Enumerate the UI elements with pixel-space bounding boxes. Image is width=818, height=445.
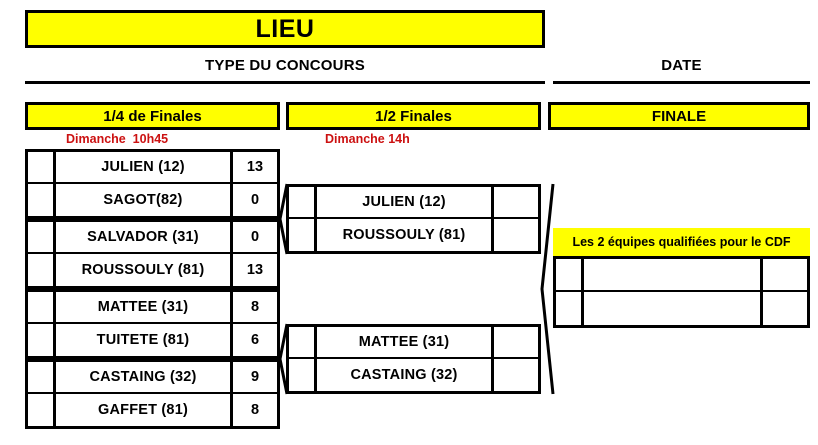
score-cell[interactable]: [763, 292, 807, 325]
score-cell[interactable]: 13: [246, 262, 264, 278]
contest-type-text: TYPE DU CONCOURS: [205, 57, 365, 74]
date-underline: [553, 81, 810, 84]
round-header-semi-text: 1/2 Finales: [375, 107, 452, 125]
team-name-cell[interactable]: [584, 292, 763, 325]
seed-cell[interactable]: [28, 292, 56, 322]
table-row[interactable]: ROUSSOULY (81) 13: [28, 254, 277, 286]
qualified-teams-text: Les 2 équipes qualifiées pour le CDF: [572, 235, 791, 249]
qualified-teams-banner: Les 2 équipes qualifiées pour le CDF: [553, 228, 810, 256]
connector-semi-to-final: [540, 183, 556, 395]
table-row[interactable]: JULIEN (12) 13: [28, 152, 277, 184]
team-name-cell[interactable]: MATTEE (31): [56, 292, 233, 322]
seed-cell[interactable]: [289, 359, 317, 391]
team-name-cell[interactable]: SAGOT(82): [56, 184, 233, 216]
score-cell[interactable]: 13: [246, 159, 264, 175]
round-header-final: FINALE: [548, 102, 810, 130]
seed-cell[interactable]: [289, 219, 317, 251]
score-cell[interactable]: [494, 327, 538, 357]
table-row[interactable]: MATTEE (31) 8: [28, 292, 277, 324]
quarterfinal-match-1[interactable]: JULIEN (12) 13 SAGOT(82) 0: [25, 149, 280, 219]
connector-quarter-to-semi-1: [278, 183, 289, 255]
score-cell[interactable]: 6: [250, 332, 260, 348]
seed-cell[interactable]: [28, 324, 56, 356]
quarterfinal-match-4[interactable]: CASTAING (32) 9 GAFFET (81) 8: [25, 359, 280, 429]
seed-cell[interactable]: [28, 394, 56, 426]
connector-quarter-to-semi-2: [278, 323, 289, 395]
team-name-cell[interactable]: CASTAING (32): [56, 362, 233, 392]
round-header-quarter: 1/4 de Finales: [25, 102, 280, 130]
score-cell[interactable]: 9: [250, 369, 260, 385]
team-name-cell[interactable]: [584, 259, 763, 290]
score-cell[interactable]: [494, 187, 538, 217]
team-name-cell[interactable]: SALVADOR (31): [56, 222, 233, 252]
team-name-cell[interactable]: JULIEN (12): [56, 152, 233, 182]
score-cell[interactable]: 8: [250, 299, 260, 315]
score-cell[interactable]: [494, 359, 538, 391]
venue-title-text: LIEU: [255, 14, 315, 43]
schedule-semi: Dimanche 14h: [325, 132, 410, 146]
semifinal-match-2[interactable]: MATTEE (31) CASTAING (32): [286, 324, 541, 394]
table-row[interactable]: TUITETE (81) 6: [28, 324, 277, 356]
quarterfinal-match-2[interactable]: SALVADOR (31) 0 ROUSSOULY (81) 13: [25, 219, 280, 289]
team-name-cell[interactable]: ROUSSOULY (81): [56, 254, 233, 286]
score-cell[interactable]: 8: [250, 402, 260, 418]
score-cell[interactable]: 0: [250, 192, 260, 208]
contest-type-underline: [25, 81, 545, 84]
seed-cell[interactable]: [556, 259, 584, 290]
team-name-cell[interactable]: TUITETE (81): [56, 324, 233, 356]
round-header-final-text: FINALE: [651, 107, 707, 125]
table-row[interactable]: MATTEE (31): [289, 327, 538, 359]
venue-title-box: LIEU: [25, 10, 545, 48]
date-text: DATE: [661, 57, 702, 74]
table-row[interactable]: GAFFET (81) 8: [28, 394, 277, 426]
date-label: DATE: [553, 57, 810, 77]
table-row[interactable]: CASTAING (32) 9: [28, 362, 277, 394]
seed-cell[interactable]: [28, 222, 56, 252]
seed-cell[interactable]: [28, 254, 56, 286]
team-name-cell[interactable]: MATTEE (31): [317, 327, 494, 357]
table-row[interactable]: CASTAING (32): [289, 359, 538, 391]
table-row[interactable]: SAGOT(82) 0: [28, 184, 277, 216]
seed-cell[interactable]: [28, 152, 56, 182]
team-name-cell[interactable]: GAFFET (81): [56, 394, 233, 426]
seed-cell[interactable]: [28, 184, 56, 216]
table-row[interactable]: [556, 259, 807, 292]
team-name-cell[interactable]: ROUSSOULY (81): [317, 219, 494, 251]
table-row[interactable]: SALVADOR (31) 0: [28, 222, 277, 254]
score-cell[interactable]: 0: [250, 229, 260, 245]
team-name-cell[interactable]: JULIEN (12): [317, 187, 494, 217]
final-match[interactable]: [553, 256, 810, 328]
round-header-quarter-text: 1/4 de Finales: [103, 107, 202, 125]
table-row[interactable]: ROUSSOULY (81): [289, 219, 538, 251]
seed-cell[interactable]: [28, 362, 56, 392]
seed-cell[interactable]: [289, 327, 317, 357]
table-row[interactable]: [556, 292, 807, 325]
table-row[interactable]: JULIEN (12): [289, 187, 538, 219]
seed-cell[interactable]: [289, 187, 317, 217]
contest-type-label: TYPE DU CONCOURS: [25, 57, 545, 77]
score-cell[interactable]: [494, 219, 538, 251]
semifinal-match-1[interactable]: JULIEN (12) ROUSSOULY (81): [286, 184, 541, 254]
team-name-cell[interactable]: CASTAING (32): [317, 359, 494, 391]
schedule-quarter: Dimanche 10h45: [66, 132, 169, 146]
quarterfinal-match-3[interactable]: MATTEE (31) 8 TUITETE (81) 6: [25, 289, 280, 359]
score-cell[interactable]: [763, 259, 807, 290]
seed-cell[interactable]: [556, 292, 584, 325]
round-header-semi: 1/2 Finales: [286, 102, 541, 130]
